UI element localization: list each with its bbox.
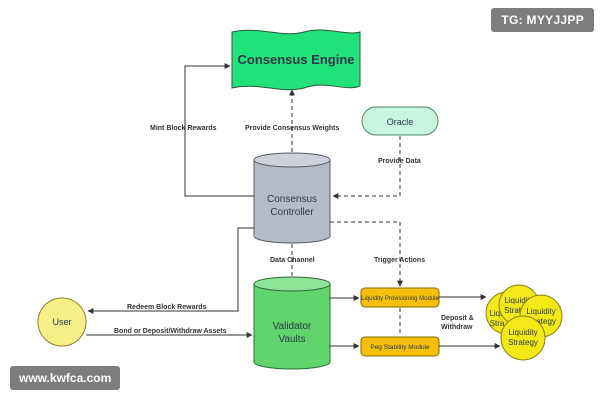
strategy-partial-line1: Liqu [489,309,504,318]
consensus-controller-node: Consensus Controller [253,152,331,244]
peg-module-label: Peg Stability Module [370,344,430,351]
strategy3-line1: Liquidity [508,328,537,337]
strategy-partial-line2: Stra [490,319,505,328]
label-bond-deposit-withdraw: Bond or Deposit/Withdraw Assets [114,328,227,335]
controller-label-line2: Controller [270,207,314,218]
strategy1-line1: Liquidity [504,296,533,305]
edge-provide-data [332,136,401,199]
label-provide-data: Provide Data [378,158,421,165]
strategy1-line2: Strategy [504,306,534,315]
consensus-engine-label: Consensus Engine [237,52,354,67]
label-trigger-actions: Trigger Actions [374,257,425,264]
edge-mint-block-rewards [184,63,254,197]
user-label: User [52,317,71,327]
liquidity-strategy-group: Liqu Stra Liquidity Strategy Liquidity S… [485,284,563,361]
label-redeem-block-rewards: Redeem Block Rewards [127,304,206,311]
peg-stability-module-node: Peg Stability Module [360,336,440,357]
validator-vaults-node: Validator Vaults [253,276,331,370]
strategy2-line2: Strategy [526,317,556,326]
watermark-url-badge: www.kwfca.com [10,366,121,390]
watermark-tg-badge: TG: MYYJJPP [491,8,594,32]
strategy-circle-3 [500,315,546,361]
label-data-channel: Data Channel [270,257,315,264]
label-deposit-withdraw-line1: Deposit & [441,315,474,322]
user-node: User [37,297,87,347]
edges [86,63,501,349]
edge-trigger-actions [330,221,403,287]
edge-redeem-block-rewards [87,227,254,314]
consensus-engine-node: Consensus Engine [231,29,361,91]
vaults-label-line1: Validator [273,321,312,332]
liquidity-provisioning-module-node: Liquidity Provisioning Module [360,287,440,308]
controller-label-line1: Consensus [267,194,317,205]
strategy2-line1: Liquidity [526,307,555,316]
oracle-node: Oracle [361,106,439,136]
liquidity-module-label: Liquidity Provisioning Module [361,296,439,302]
oracle-label: Oracle [387,117,414,127]
strategy3-line2: Strategy [508,338,538,347]
vaults-label-line2: Vaults [278,334,305,345]
label-mint-block-rewards: Mint Block Rewards [150,125,217,132]
label-deposit-withdraw-line2: Withdraw [441,324,473,331]
label-provide-consensus-weights: Provide Consensus Weights [245,125,339,132]
